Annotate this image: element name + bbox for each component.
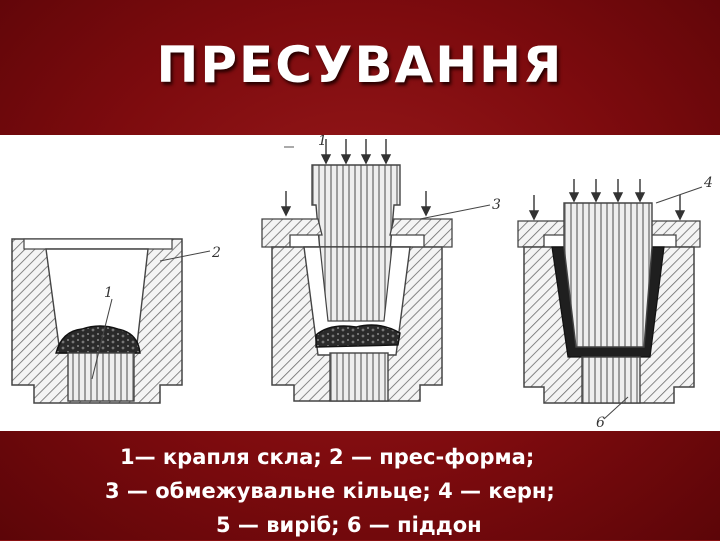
glass-layer: [315, 324, 401, 348]
mold-top-rim: [23, 238, 173, 250]
caption-line-3: 5 — виріб; 6 — піддон: [216, 513, 482, 537]
limit-ring-right: [389, 218, 453, 248]
limit-ring-left: [261, 218, 323, 248]
pressing-diagram-svg: 1 2 1 3 4 6: [11, 135, 713, 431]
label-2-press-form: 2: [211, 245, 221, 261]
label-1-gob: 1: [104, 285, 113, 301]
slide-title: ПРЕСУВАННЯ: [156, 35, 564, 94]
pressing-diagram: 1 2 1 3 4 6: [0, 135, 720, 431]
stage-3-mold: [517, 179, 703, 420]
base-plate: [581, 356, 641, 404]
plunger: [563, 202, 653, 348]
base-plate: [329, 352, 389, 402]
base-plate: [67, 352, 135, 402]
caption-line-1: 1— крапля скла; 2 — прес-форма;: [120, 445, 535, 469]
glass-gob: [55, 325, 141, 354]
label-6-base: 6: [596, 415, 605, 431]
label-1-top: 1: [318, 135, 327, 149]
label-4-plunger: 4: [703, 175, 713, 191]
caption-line-2: 3 — обмежувальне кільце; 4 — керн;: [105, 479, 555, 503]
title-band: ПРЕСУВАННЯ: [0, 0, 720, 135]
stage-1-mold: [11, 238, 211, 404]
label-3-ring: 3: [492, 197, 501, 213]
stage-2-mold: [261, 139, 491, 402]
